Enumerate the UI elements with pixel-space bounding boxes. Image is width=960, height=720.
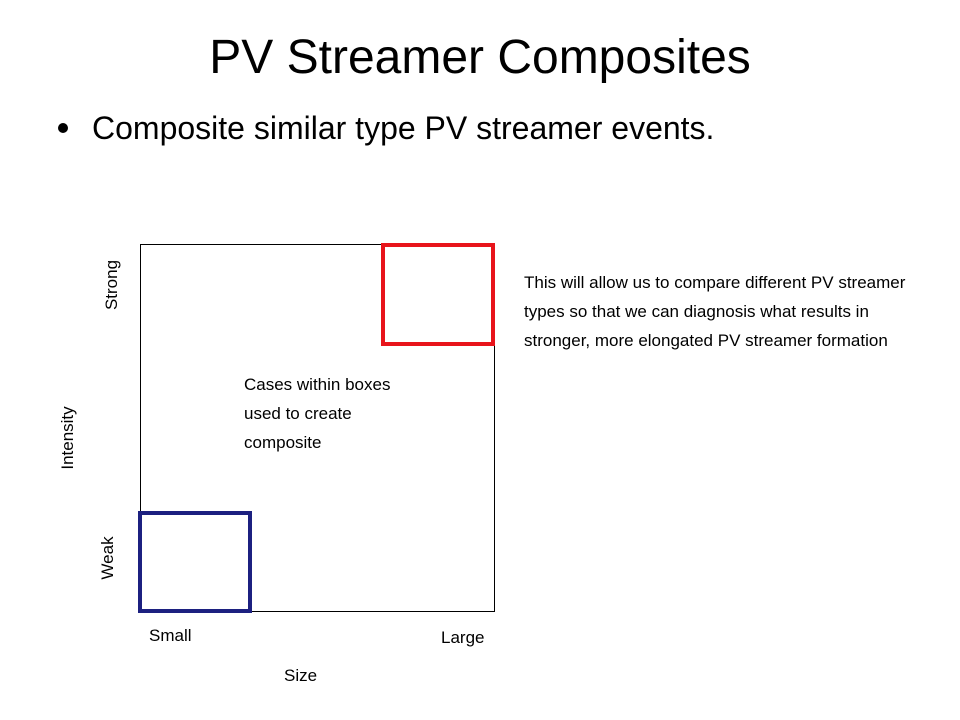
x-axis-label: Size [284, 666, 318, 685]
weak-small-selection-box [138, 511, 252, 613]
y-low-label: Weak [98, 536, 117, 580]
center-note: Cases within boxes used to create compos… [244, 375, 391, 452]
bullet-dot-icon [58, 122, 68, 133]
slide-title: PV Streamer Composites [209, 31, 751, 84]
strong-large-selection-box [381, 243, 495, 346]
y-high-label: Strong [102, 259, 121, 311]
y-axis-label: Intensity [58, 406, 77, 470]
bullet-item: Composite similar type PV streamer event… [58, 106, 714, 150]
x-low-label: Small [149, 626, 192, 645]
x-high-label: Large [441, 628, 485, 647]
bullet-text: Composite similar type PV streamer event… [92, 110, 715, 146]
side-note: This will allow us to compare different … [524, 273, 906, 350]
diagram-frame [140, 244, 495, 612]
